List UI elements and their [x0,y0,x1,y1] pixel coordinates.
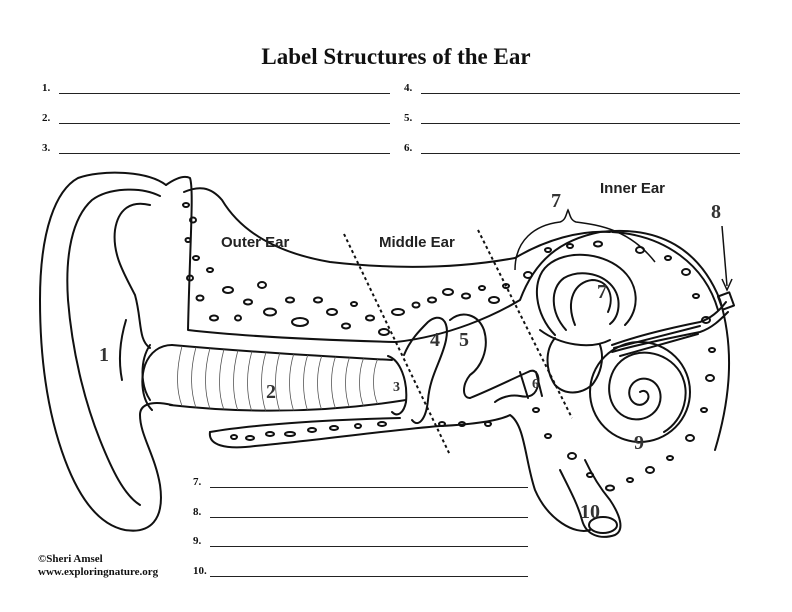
answer-blank-6[interactable]: 6. [404,142,740,154]
answer-blank-3[interactable]: 3. [42,142,390,154]
ear-canal-bottom [169,399,407,412]
tragus [141,344,151,401]
nerve-cut-end [716,291,736,311]
malleus [403,316,448,425]
credit: ©Sheri Amsel www.exploringnature.org [38,553,158,579]
blank-number: 7. [193,476,202,488]
label-outer-ear: Outer Ear [221,234,290,251]
answer-blank-1[interactable]: 1. [42,82,390,94]
answer-blank-8[interactable]: 8. [193,506,528,518]
ear-canal-top [171,344,393,361]
pinna-outline [39,171,173,532]
worksheet-title: Label Structures of the Ear [261,44,531,69]
semicircular-canal-2 [552,272,620,331]
incus [449,313,487,399]
cochlea-spiral [608,351,687,433]
skull-upper-inner [183,187,516,268]
eustachian-tube [559,459,622,538]
answer-blank-5[interactable]: 5. [404,112,740,124]
blank-number: 4. [404,82,413,94]
blank-number: 3. [42,142,51,154]
stapes [469,369,540,403]
bone-texture [182,202,716,492]
part-number-5: 5 [459,329,469,351]
blank-number: 10. [193,565,207,577]
answer-blank-4[interactable]: 4. [404,82,740,94]
part-number-7-inner: 7 [597,281,607,303]
part-number-10: 10 [580,501,600,523]
label-middle-ear: Middle Ear [379,234,455,251]
skull-upper-outer [165,175,731,451]
part-number-4: 4 [430,329,440,351]
auditory-nerve [611,301,727,346]
part-number-3: 3 [393,380,400,395]
pinna-helix-inner [66,188,161,506]
eustachian-opening [588,516,618,534]
part-number-6: 6 [532,377,539,392]
blank-number: 1. [42,82,51,94]
blank-number: 6. [404,142,413,154]
blank-number: 9. [193,535,202,547]
blank-number: 8. [193,506,202,518]
outer-middle-divider [343,233,451,456]
blank-number: 5. [404,112,413,124]
part-number-9: 9 [634,432,644,454]
middle-inner-divider [477,229,573,419]
semicircular-canal-1 [535,253,637,336]
blank-number: 2. [42,112,51,124]
credit-author: ©Sheri Amsel [38,553,103,565]
canal-ridges [177,345,379,411]
label-inner-ear: Inner Ear [600,180,665,197]
part-number-8: 8 [711,201,721,223]
region-dividers [343,229,573,456]
pinna-antihelix [113,202,151,349]
semicircular-canal-3 [570,279,612,326]
part-number-1: 1 [99,344,109,366]
answer-blank-10[interactable]: 10. [193,565,528,577]
answer-blank-7[interactable]: 7. [193,476,528,488]
inner-ear-bracket [514,208,733,292]
label-8-arrow [721,225,728,287]
concha [141,344,173,411]
part-number-2: 2 [266,381,276,403]
part-number-7-bracket: 7 [551,190,561,212]
answer-blank-9[interactable]: 9. [193,535,528,547]
answer-blank-2[interactable]: 2. [42,112,390,124]
skull-lower [208,414,591,532]
vestibule [546,337,603,394]
credit-website[interactable]: www.exploringnature.org [38,566,159,578]
eardrum [387,355,408,416]
